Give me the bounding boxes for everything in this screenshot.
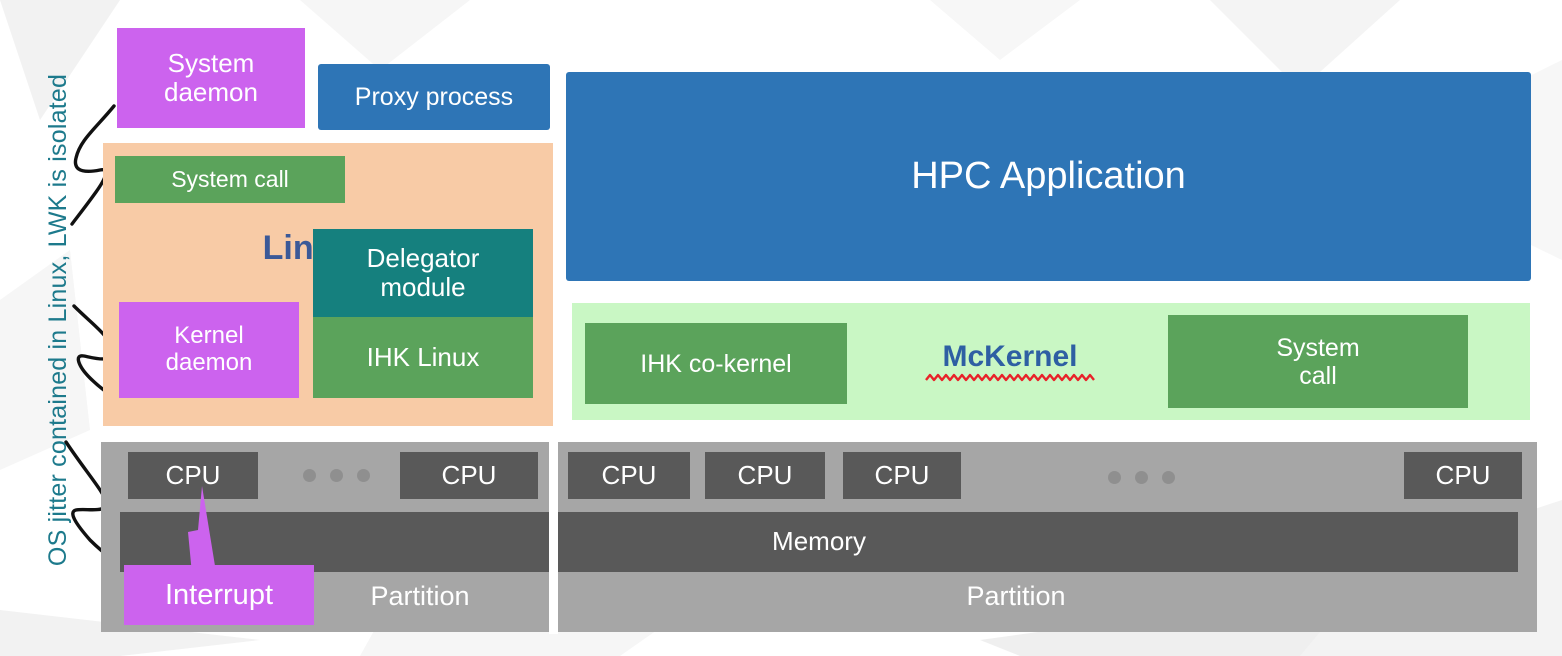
lwk-system-call-line2: call — [1299, 361, 1337, 390]
cpu-ellipsis-right — [1108, 471, 1175, 484]
system-daemon-label: System daemon — [164, 47, 258, 107]
mckernel-label-wrap: McKernel — [905, 334, 1115, 390]
interrupt-callout[interactable]: Interrupt — [124, 565, 314, 625]
interrupt-pointer-icon — [188, 486, 216, 574]
delegator-line1: Delegator — [366, 242, 480, 273]
system-daemon-line2: daemon — [164, 77, 258, 107]
spellcheck-squiggle-icon — [925, 373, 1095, 382]
cpu-right-2[interactable]: CPU — [705, 452, 825, 499]
delegator-line2: module — [380, 272, 466, 302]
ihk-linux-box[interactable]: IHK Linux — [313, 317, 533, 398]
kernel-daemon-line2: daemon — [165, 349, 253, 376]
connector-arrow-top — [70, 104, 116, 226]
lwk-system-call-line1: System — [1276, 333, 1360, 362]
proxy-process-box[interactable]: Proxy process — [318, 64, 550, 130]
system-daemon-box[interactable]: System daemon — [117, 28, 305, 128]
ihk-co-kernel-box[interactable]: IHK co-kernel — [585, 323, 847, 404]
lwk-system-call-label: System call — [1276, 334, 1359, 390]
kernel-daemon-box[interactable]: Kernel daemon — [119, 302, 299, 398]
hpc-application-box[interactable]: HPC Application — [566, 72, 1531, 281]
partition-divider — [549, 440, 558, 634]
partition-left-label: Partition — [370, 580, 470, 611]
cpu-ellipsis-left — [303, 469, 370, 482]
mckernel-label: McKernel — [942, 340, 1078, 373]
kernel-daemon-line1: Kernel — [174, 322, 244, 350]
cpu-left-1[interactable]: CPU — [128, 452, 258, 499]
cpu-right-4[interactable]: CPU — [1404, 452, 1522, 499]
partition-right-label: Partition — [966, 580, 1066, 611]
cpu-right-3[interactable]: CPU — [843, 452, 961, 499]
lwk-system-call-box[interactable]: System call — [1168, 315, 1468, 408]
cpu-left-2[interactable]: CPU — [400, 452, 538, 499]
system-daemon-line1: System — [167, 47, 255, 78]
linux-system-call-box[interactable]: System call — [115, 156, 345, 203]
cpu-right-1[interactable]: CPU — [568, 452, 690, 499]
memory-bar[interactable]: Memory — [120, 512, 1518, 572]
delegator-module-box[interactable]: Delegator module — [313, 229, 533, 317]
delegator-module-label: Delegator module — [366, 242, 480, 302]
kernel-daemon-label: Kernel daemon — [165, 322, 253, 377]
